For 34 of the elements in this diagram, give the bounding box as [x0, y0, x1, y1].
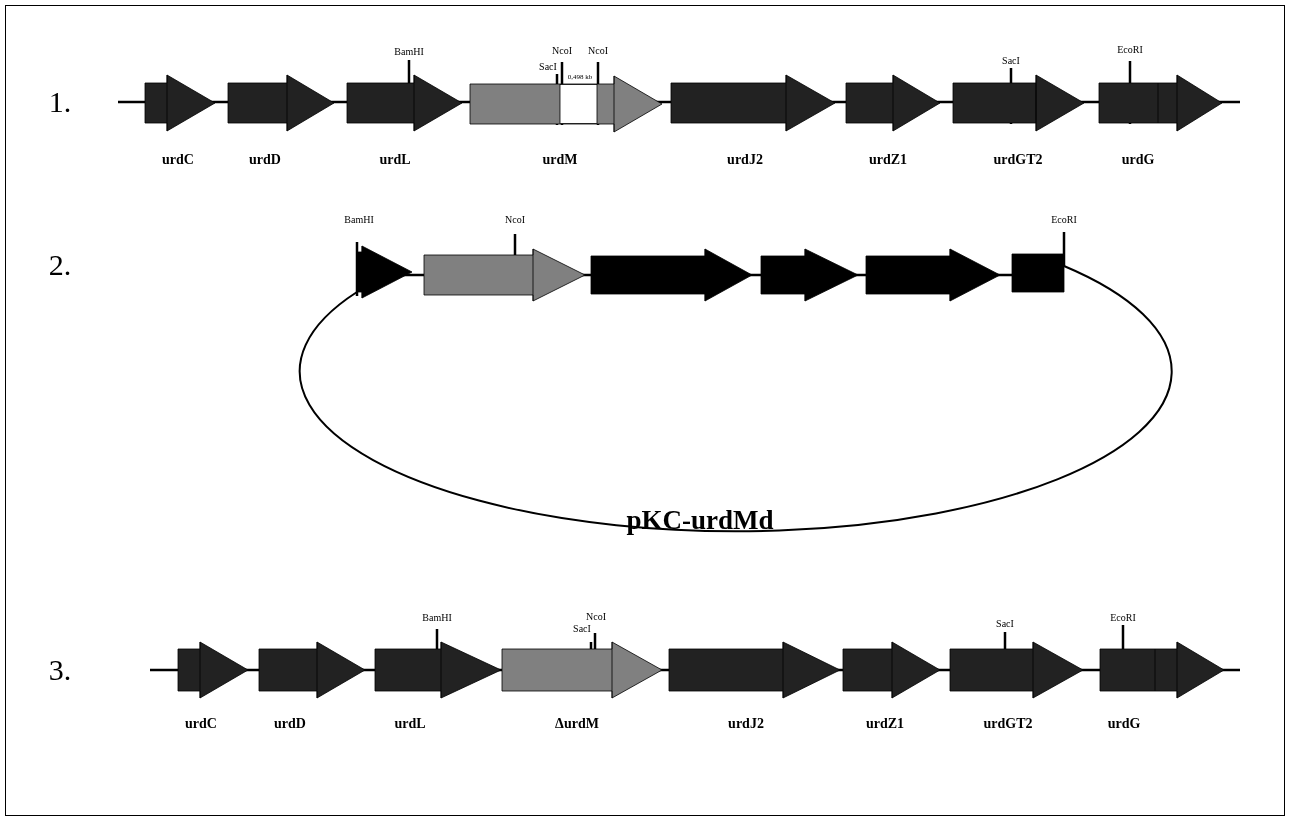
gene-name: urdM: [542, 153, 578, 167]
gene-name: urdL: [394, 717, 426, 731]
restriction-site-label: SacI: [996, 619, 1014, 629]
restriction-site-label: EcoRI: [1051, 215, 1077, 225]
restriction-site-label: SacI: [1002, 56, 1020, 66]
gene-name: urdD: [274, 717, 306, 731]
restriction-site-label: NcoI: [588, 46, 608, 56]
restriction-site-label: NcoI: [552, 46, 572, 56]
gene-name: urdG: [1121, 153, 1155, 167]
restriction-site-label: BamHI: [344, 215, 374, 225]
row-number: 1.: [48, 87, 72, 117]
gene-name: urdGT2: [993, 153, 1043, 167]
restriction-site-label: EcoRI: [1110, 613, 1136, 623]
gene-name: urdG: [1107, 717, 1141, 731]
restriction-site-label: NcoI: [505, 215, 525, 225]
row-number: 2.: [48, 250, 72, 280]
plasmid-name: pKC-urdMd: [626, 506, 774, 534]
gene-name: urdZ1: [868, 153, 908, 167]
restriction-site-label: EcoRI: [1117, 45, 1143, 55]
gene-name: urdJ2: [727, 153, 763, 167]
restriction-site-label: BamHI: [394, 47, 424, 57]
gene-name: urdGT2: [983, 717, 1033, 731]
restriction-site-label: SacI: [573, 624, 591, 634]
gene-name: urdC: [185, 717, 217, 731]
restriction-site-label: SacI: [539, 62, 557, 72]
row-number: 3.: [48, 655, 72, 685]
restriction-site-label: BamHI: [422, 613, 452, 623]
gene-name: urdD: [249, 153, 281, 167]
gene-name: ΔurdM: [555, 717, 599, 731]
restriction-site-label: NcoI: [586, 612, 606, 622]
gene-name: urdZ1: [865, 717, 905, 731]
gene-name: urdJ2: [728, 717, 764, 731]
gene-name: urdC: [162, 153, 194, 167]
gene-name: urdL: [379, 153, 411, 167]
